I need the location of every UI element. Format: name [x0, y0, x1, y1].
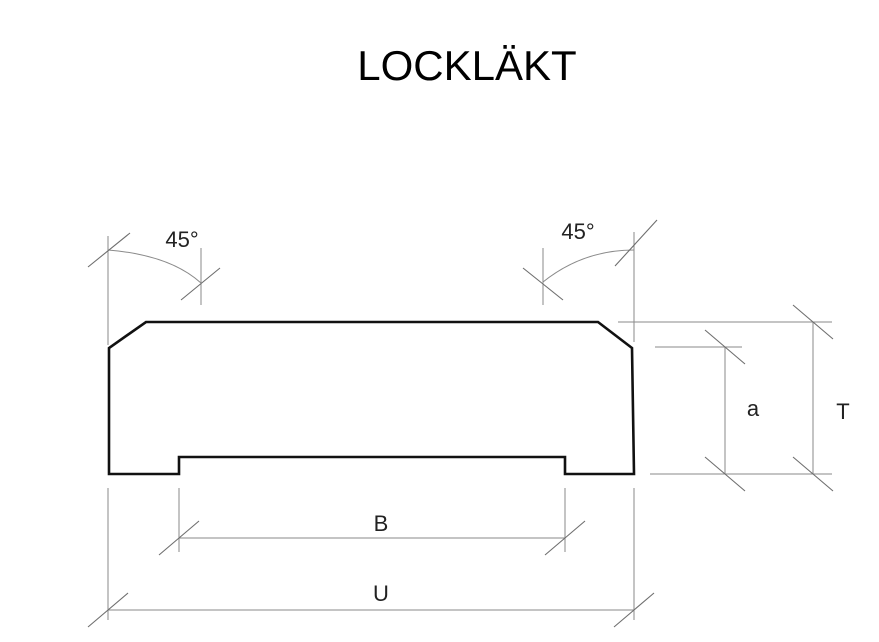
right-angle-arc — [542, 249, 635, 283]
dimension-a-tick-bottom — [704, 456, 746, 492]
dimension-b-tick-left — [158, 520, 200, 556]
dimension-a: a — [704, 329, 760, 492]
right-angle-tick-b — [614, 219, 658, 267]
dimension-t-label: T — [836, 399, 849, 424]
dimension-u: U — [87, 581, 655, 628]
dimension-t-tick-bottom — [792, 456, 834, 492]
dimension-b-label: B — [374, 511, 389, 536]
dimension-u-tick-right — [613, 592, 655, 628]
angle-indicators — [87, 219, 658, 301]
left-angle-label: 45° — [165, 227, 198, 252]
dimension-b: B — [158, 511, 586, 556]
dimension-u-label: U — [373, 581, 389, 606]
dimension-b-tick-right — [544, 520, 586, 556]
dimension-t: T — [792, 304, 850, 492]
right-angle-label: 45° — [561, 219, 594, 244]
dimension-a-tick-top — [704, 329, 746, 365]
left-angle-tick-b — [180, 267, 221, 301]
horizontal-extension-lines — [618, 321, 832, 475]
right-angle-tick-a — [522, 267, 564, 301]
drawing-title: LOCKLÄKT — [357, 42, 576, 89]
dimension-a-label: a — [747, 396, 760, 421]
batten-profile — [107, 320, 636, 476]
dimension-t-tick-top — [792, 304, 834, 340]
dimension-u-tick-left — [87, 592, 129, 628]
left-angle-arc — [107, 249, 202, 284]
left-angle-tick-a — [87, 232, 131, 268]
